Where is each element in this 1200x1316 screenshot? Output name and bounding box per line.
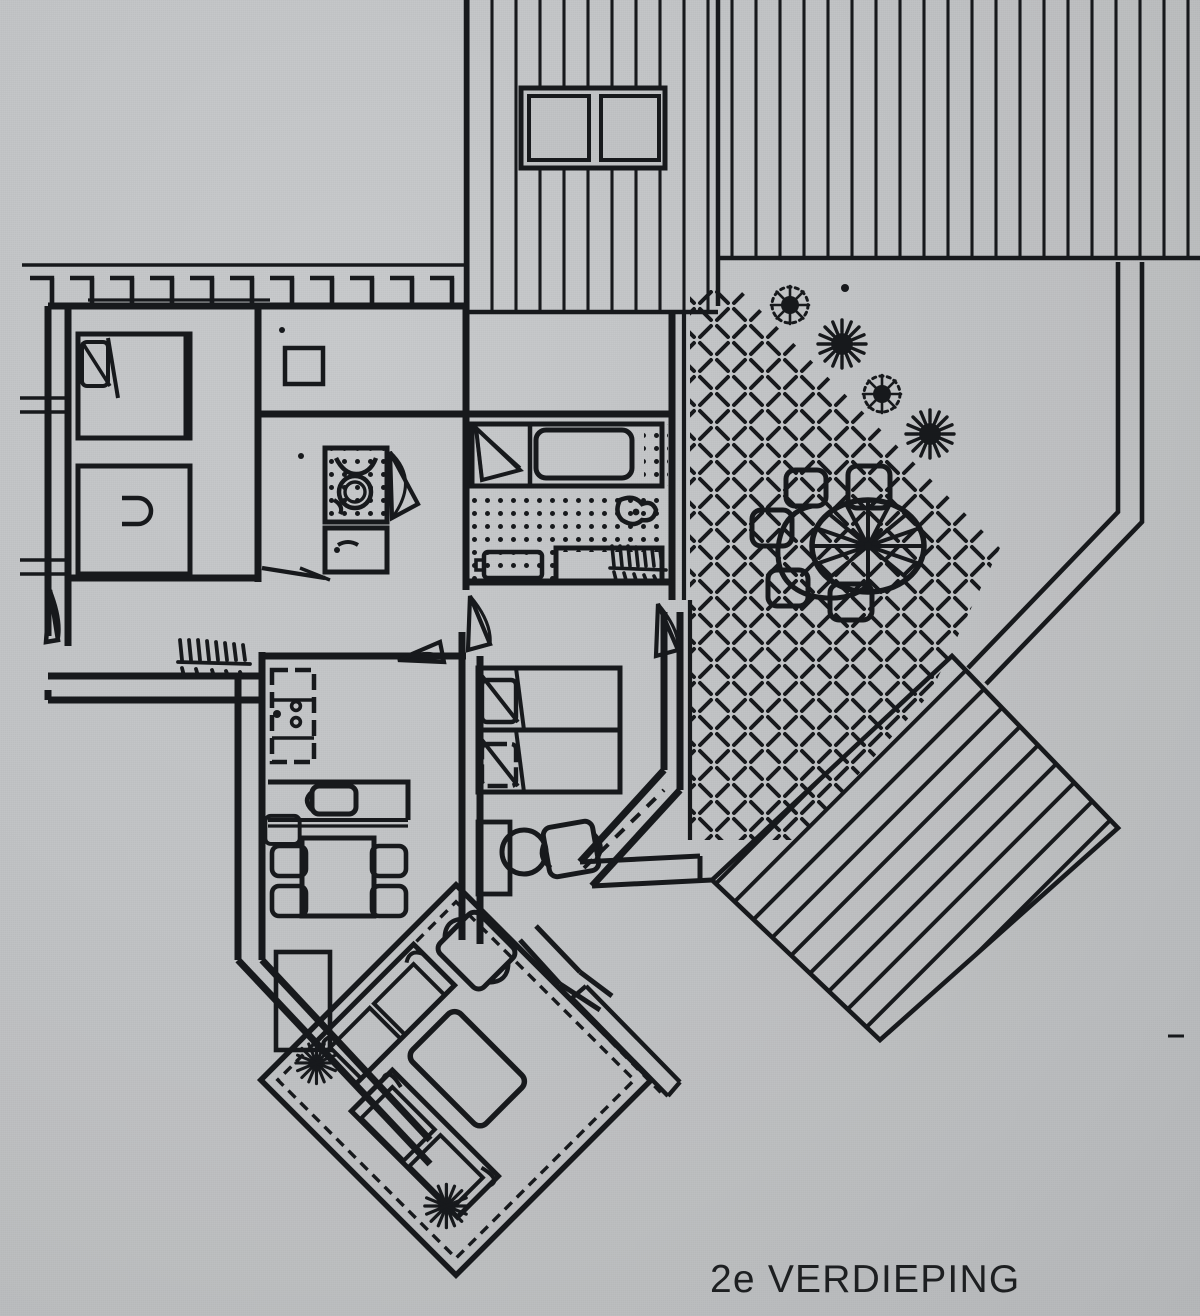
burner	[273, 710, 281, 718]
coffee-table	[407, 1008, 528, 1129]
corridor-stub	[518, 924, 614, 1013]
door-swing-bedroom-left	[43, 589, 61, 645]
living-room-inner	[275, 899, 637, 1261]
room-bedroom-left	[20, 327, 326, 645]
garden-chair	[783, 467, 829, 509]
garden-chair	[827, 581, 875, 623]
garden-chair	[749, 507, 795, 549]
room-bedroom-twin	[475, 665, 666, 897]
kitchen-counter	[268, 779, 411, 828]
parasol	[809, 497, 927, 595]
dot-mark	[841, 284, 849, 292]
radiator-hall	[176, 638, 252, 678]
sofa-bottom	[347, 1066, 502, 1221]
garden-chair	[845, 463, 893, 511]
plant-shrub	[904, 408, 956, 460]
bed-twin-upper	[475, 665, 623, 733]
terrace-table	[775, 503, 874, 601]
burner	[289, 715, 303, 729]
opening-dashed	[582, 788, 666, 870]
room-bathroom-right	[465, 421, 681, 659]
armchair-corner	[435, 909, 518, 992]
burner	[289, 699, 303, 713]
page-title: 2e VERDIEPING	[710, 1258, 1021, 1301]
armchair	[539, 818, 603, 880]
terrace-area	[681, 284, 1000, 840]
right-boundary-wall	[966, 262, 1145, 686]
balustrade-railing	[22, 263, 466, 308]
roof-decking-area	[463, 0, 1200, 315]
radiator-icon	[608, 544, 668, 582]
plant-shrub	[861, 373, 903, 415]
room-bathroom-mid	[261, 445, 421, 582]
wall-niche	[282, 345, 326, 387]
desk-dresser	[75, 463, 193, 577]
plant-shrub	[294, 1040, 339, 1086]
bed-twin-lower	[475, 727, 623, 795]
dot-mark	[279, 327, 285, 333]
bed-single	[75, 331, 193, 441]
dining-table	[299, 835, 377, 919]
garden-chair	[765, 567, 811, 609]
side-table	[475, 819, 513, 897]
dining-set	[263, 813, 409, 919]
exterior-walls	[44, 302, 684, 1167]
sink-basin	[615, 495, 659, 527]
wall-vent-marks	[20, 396, 68, 576]
plant-shrub	[423, 1182, 470, 1230]
skylight-window	[518, 85, 668, 171]
living-room-outline	[256, 880, 656, 1280]
living-wing-rail	[570, 984, 682, 1098]
plant-shrub	[816, 318, 868, 370]
plant-shrub	[769, 284, 811, 326]
